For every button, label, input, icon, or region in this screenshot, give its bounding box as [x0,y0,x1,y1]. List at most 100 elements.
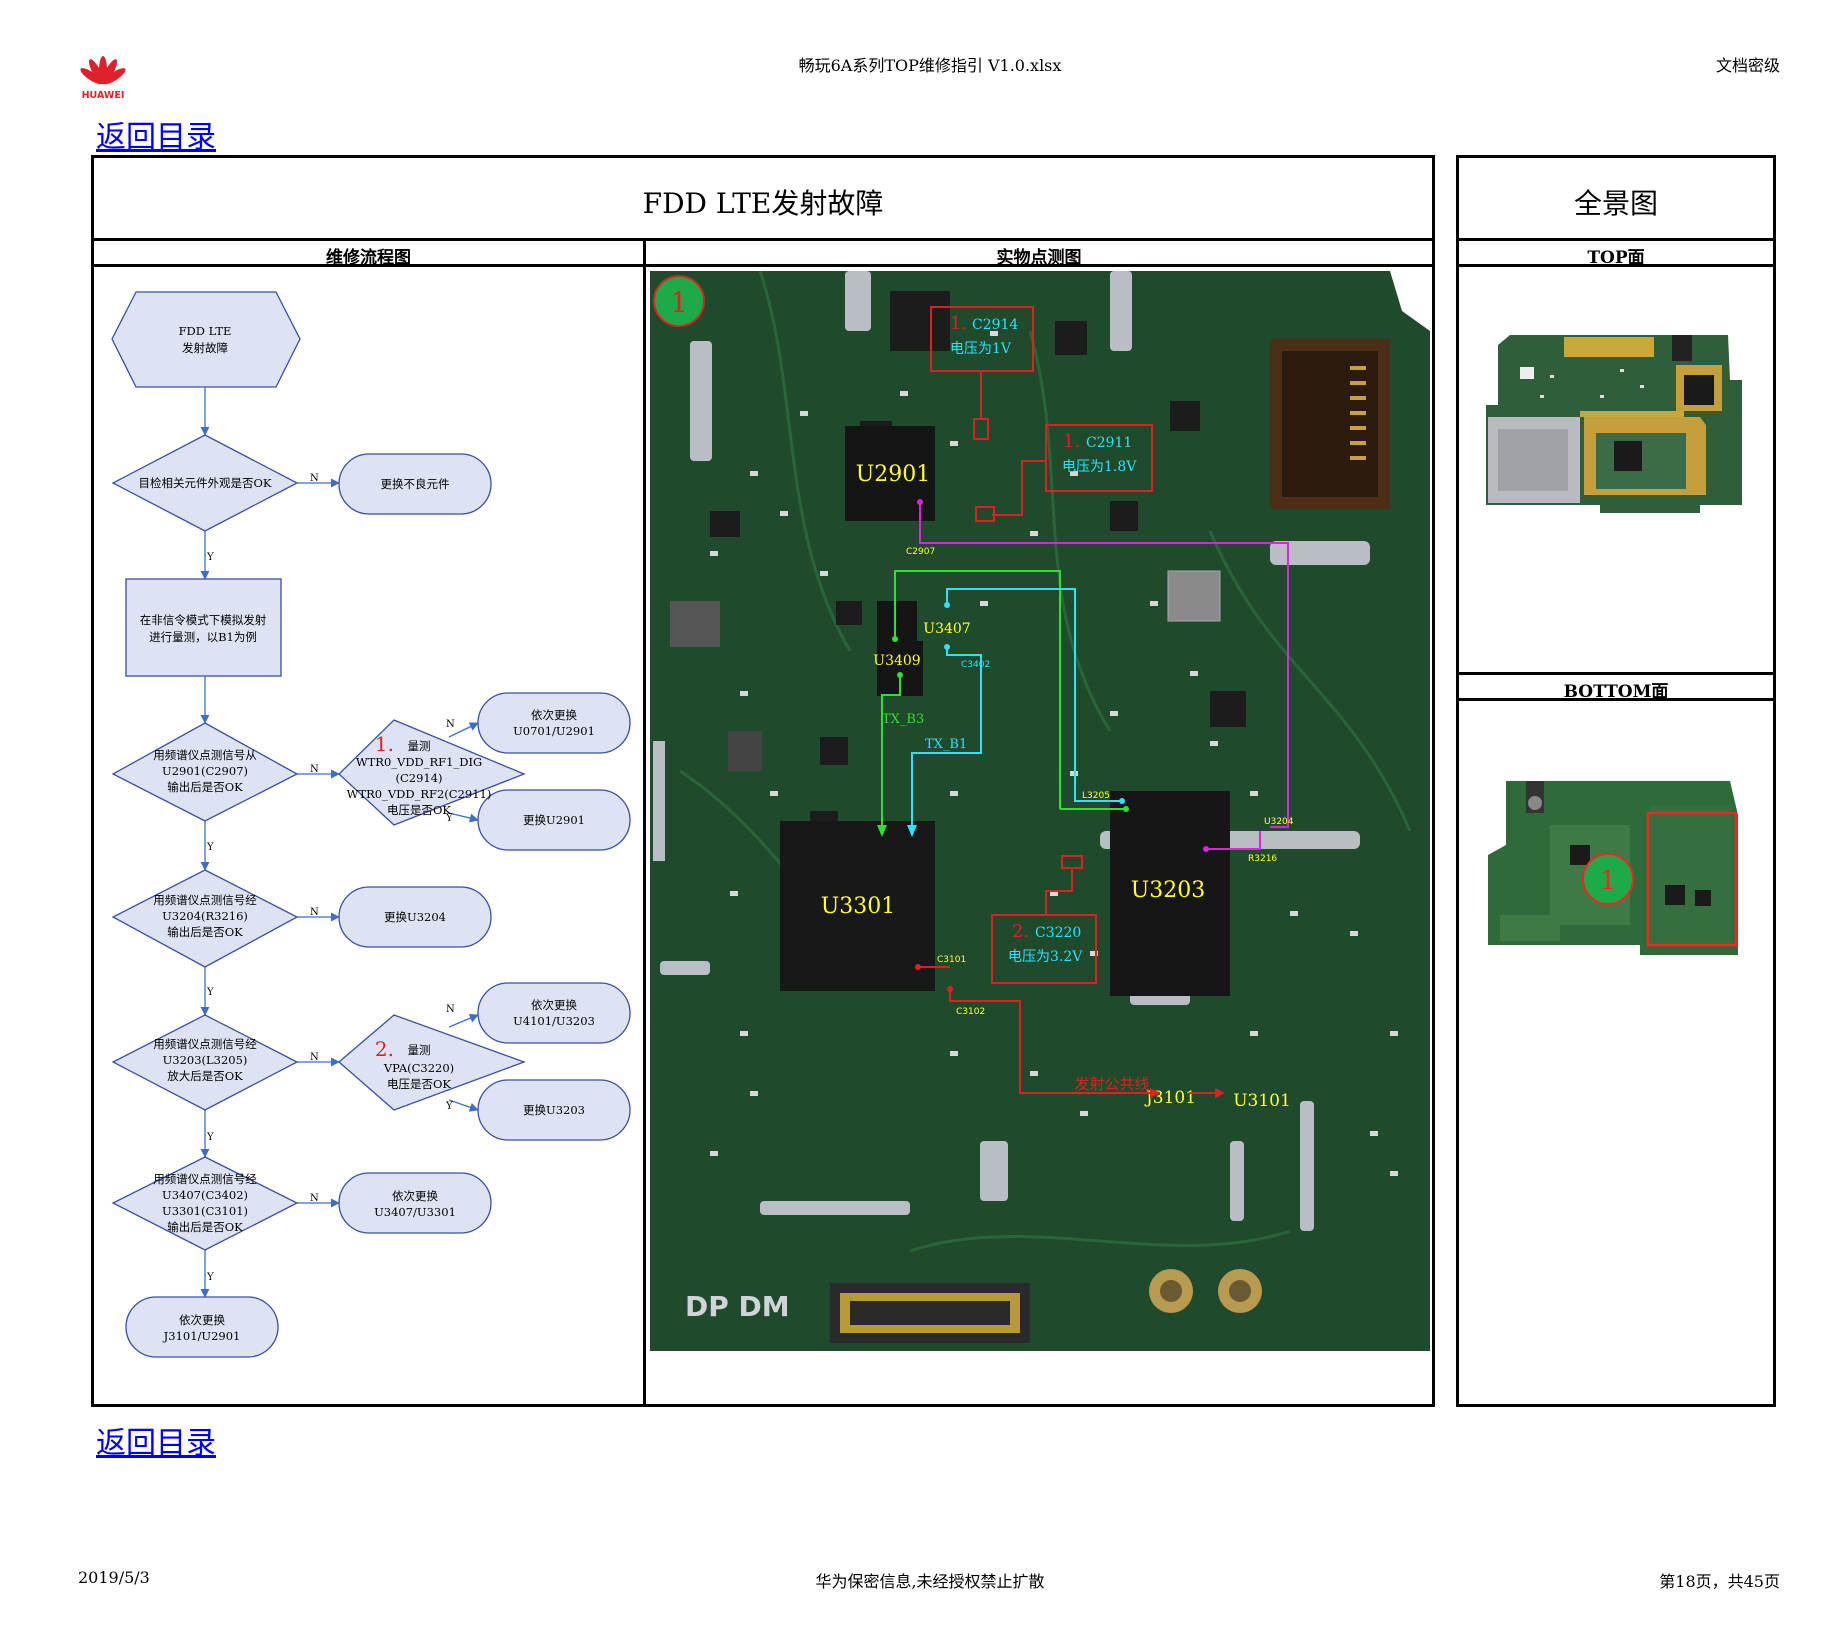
flow-d4-line1: 用频谱仪点测信号经 [153,1037,257,1051]
flow-m2-line1: 量测 [408,1043,431,1057]
flow-y-7: Y [445,1101,453,1112]
flow-d2-line2: U2901(C2907) [162,764,248,778]
footer-page-number: 第18页，共45页 [1659,1572,1780,1591]
flow-r1-text: 更换不良元件 [381,477,450,491]
flow-end [125,1296,279,1358]
flow-r4-text: 更换U3204 [384,910,446,924]
label-u3407: U3407 [923,621,970,637]
flow-n-1: N [310,473,319,484]
label-u2901: U2901 [856,462,931,487]
flow-d5-line3: U3301(C3101) [162,1204,248,1218]
flow-decision-1 [111,434,299,532]
c2914-voltage: 电压为1V [950,341,1012,357]
flow-y-3: Y [206,987,214,998]
c2911-part: C2911 [1086,435,1132,451]
label-c3102: C3102 [956,1007,985,1017]
c3220-number: 2. [1012,921,1029,942]
back-to-toc-top[interactable]: 返回目录 [96,120,216,155]
flow-start-hexagon [111,291,301,388]
flow-result-2 [477,692,631,754]
bottom-marker: 1 [1600,866,1617,896]
label-c3402: C3402 [961,660,990,670]
flow-n-6: N [446,719,455,730]
divider-h1 [91,238,1435,241]
huawei-logo: HUAWEI [76,52,130,104]
flow-d5-line2: U3407(C3402) [162,1188,248,1202]
label-u3204: U3204 [1264,817,1294,827]
c3220-voltage: 电压为3.2V [1008,949,1083,965]
flow-p1-line2: 进行量测，以B1为例 [149,630,257,644]
chip-u3203 [1110,791,1230,996]
divider-v [643,238,646,1407]
flow-r5-line2: U4101/U3203 [513,1014,595,1028]
flow-d4-line2: U3203(L3205) [163,1053,248,1067]
divider-h2 [91,264,1435,267]
label-u3101: U3101 [1233,1091,1291,1111]
flow-end-line2: J3101/U2901 [163,1329,241,1343]
label-u3409: U3409 [873,653,920,669]
bottom-board-image: 1 [1488,781,1738,955]
huawei-logo-icon [80,56,126,85]
flow-m1-line3: (C2914) [395,771,442,785]
label-u3301: U3301 [821,894,896,919]
c2914-number: 1. [950,313,967,334]
footer-date: 2019/5/3 [78,1568,150,1587]
repair-flowchart: FDD LTE 发射故障 目检相关元件外观是否OK 更换不良元件 在非信令模式下… [111,291,631,1358]
pcb-test-point-image: DP DM U2901 U3203 U3301 U3407 U3409 J310… [650,271,1430,1351]
flow-m1-line1: 量测 [408,739,431,753]
flow-d3-line2: U3204(R3216) [162,909,248,923]
flow-p1-line1: 在非信令模式下模拟发射 [140,613,267,627]
label-r3216: R3216 [1248,854,1277,864]
chip-u3301 [780,821,935,991]
flow-r3-text: 更换U2901 [523,813,585,827]
flow-d2-line3: 输出后是否OK [167,780,243,794]
flow-measure-2 [338,1014,526,1111]
photo-column-title: 实物点测图 [996,248,1082,268]
flow-m1-line5: 电压是否OK [387,803,451,817]
flow-end-line1: 依次更换 [179,1313,225,1327]
flow-decision-4 [111,1014,299,1111]
flow-d3-line3: 输出后是否OK [167,925,243,939]
flow-r2-line2: U0701/U2901 [513,724,595,738]
label-c2907: C2907 [906,547,935,557]
top-side-label: TOP面 [1587,248,1645,268]
label-tx-b1: TX_B1 [925,737,967,752]
footer-confidential-notice: 华为保密信息,未经授权禁止扩散 [815,1572,1045,1591]
flow-r6-text: 更换U3203 [523,1103,585,1117]
main-title: FDD LTE发射故障 [642,187,884,220]
flow-y-1: Y [206,552,214,563]
top-board-image [1486,335,1742,513]
flow-decision-5 [111,1156,299,1251]
flow-m2-line2: VPA(C3220) [383,1061,454,1075]
main-frame [91,155,1435,1407]
flow-result-6 [477,1079,631,1141]
flow-d1-text: 目检相关元件外观是否OK [138,476,271,490]
doc-classification: 文档密级 [1715,56,1780,75]
silk-dp-dm: DP DM [685,1290,790,1323]
c2911-voltage: 电压为1.8V [1062,459,1137,475]
c2914-part: C2914 [972,317,1018,333]
c2911-number: 1. [1063,431,1080,452]
flow-start-line1: FDD LTE [179,324,232,338]
flow-decision-3 [111,869,299,968]
flow-y-5: Y [206,1272,214,1283]
box-c3220 [991,914,1097,984]
flow-result-7 [338,1172,492,1234]
flow-result-4 [338,886,492,948]
flow-n-4: N [310,1052,319,1063]
side-divider-1 [1456,238,1776,241]
flow-measure-1 [338,719,526,826]
back-to-toc-bottom[interactable]: 返回目录 [96,1426,216,1461]
flow-r2-line1: 依次更换 [531,708,577,722]
flow-y-2: Y [206,842,214,853]
flow-d3-line1: 用频谱仪点测信号经 [153,893,257,907]
flow-r7-line2: U3407/U3301 [374,1205,456,1219]
flow-result-3 [477,789,631,851]
side-divider-2 [1456,264,1776,267]
flow-d5-line4: 输出后是否OK [167,1220,243,1234]
side-frame [1456,155,1776,1407]
flow-n-2: N [310,764,319,775]
flow-decision-2 [111,722,299,822]
flow-r5-line1: 依次更换 [531,998,577,1012]
flow-column-title: 维修流程图 [326,248,411,268]
